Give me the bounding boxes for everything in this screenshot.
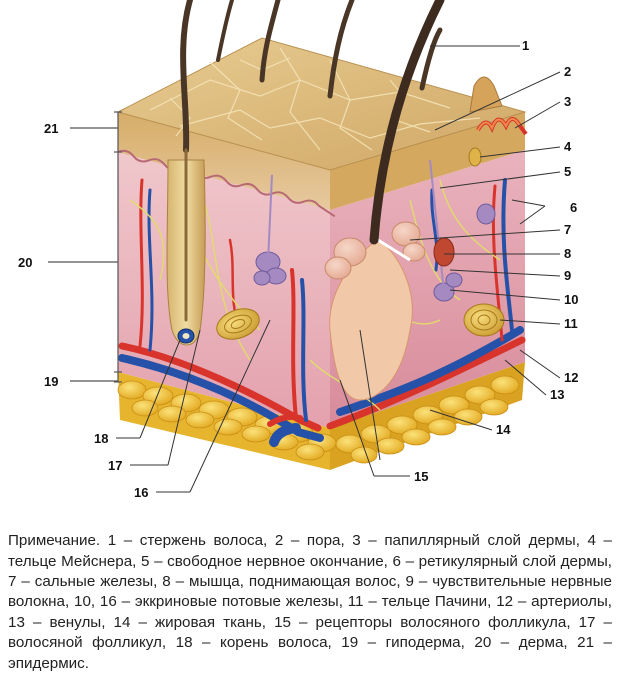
meissner-corpuscle xyxy=(469,148,481,166)
label-14: 14 xyxy=(496,422,511,437)
skin-cross-section-illustration: 1 2 3 4 5 6 7 8 9 10 11 12 13 14 15 16 1… xyxy=(0,0,621,500)
label-4: 4 xyxy=(564,139,572,154)
label-6: 6 xyxy=(570,200,577,215)
label-8: 8 xyxy=(564,246,571,261)
label-7: 7 xyxy=(564,222,571,237)
skin-diagram: 1 2 3 4 5 6 7 8 9 10 11 12 13 14 15 16 1… xyxy=(0,0,621,500)
label-9: 9 xyxy=(564,268,571,283)
label-18: 18 xyxy=(94,431,108,446)
label-5: 5 xyxy=(564,164,571,179)
label-12: 12 xyxy=(564,370,578,385)
label-1: 1 xyxy=(522,38,529,53)
label-3: 3 xyxy=(564,94,571,109)
label-10: 10 xyxy=(564,292,578,307)
label-16: 16 xyxy=(134,485,148,500)
label-21: 21 xyxy=(44,121,58,136)
figure-caption: Примечание. 1 – стержень волоса, 2 – пор… xyxy=(8,531,612,674)
label-11: 11 xyxy=(564,316,578,331)
label-2: 2 xyxy=(564,64,571,79)
label-13: 13 xyxy=(550,387,564,402)
label-19: 19 xyxy=(44,374,58,389)
label-15: 15 xyxy=(414,469,428,484)
layer-brackets xyxy=(48,112,122,382)
label-20: 20 xyxy=(18,255,32,270)
label-17: 17 xyxy=(108,458,122,473)
